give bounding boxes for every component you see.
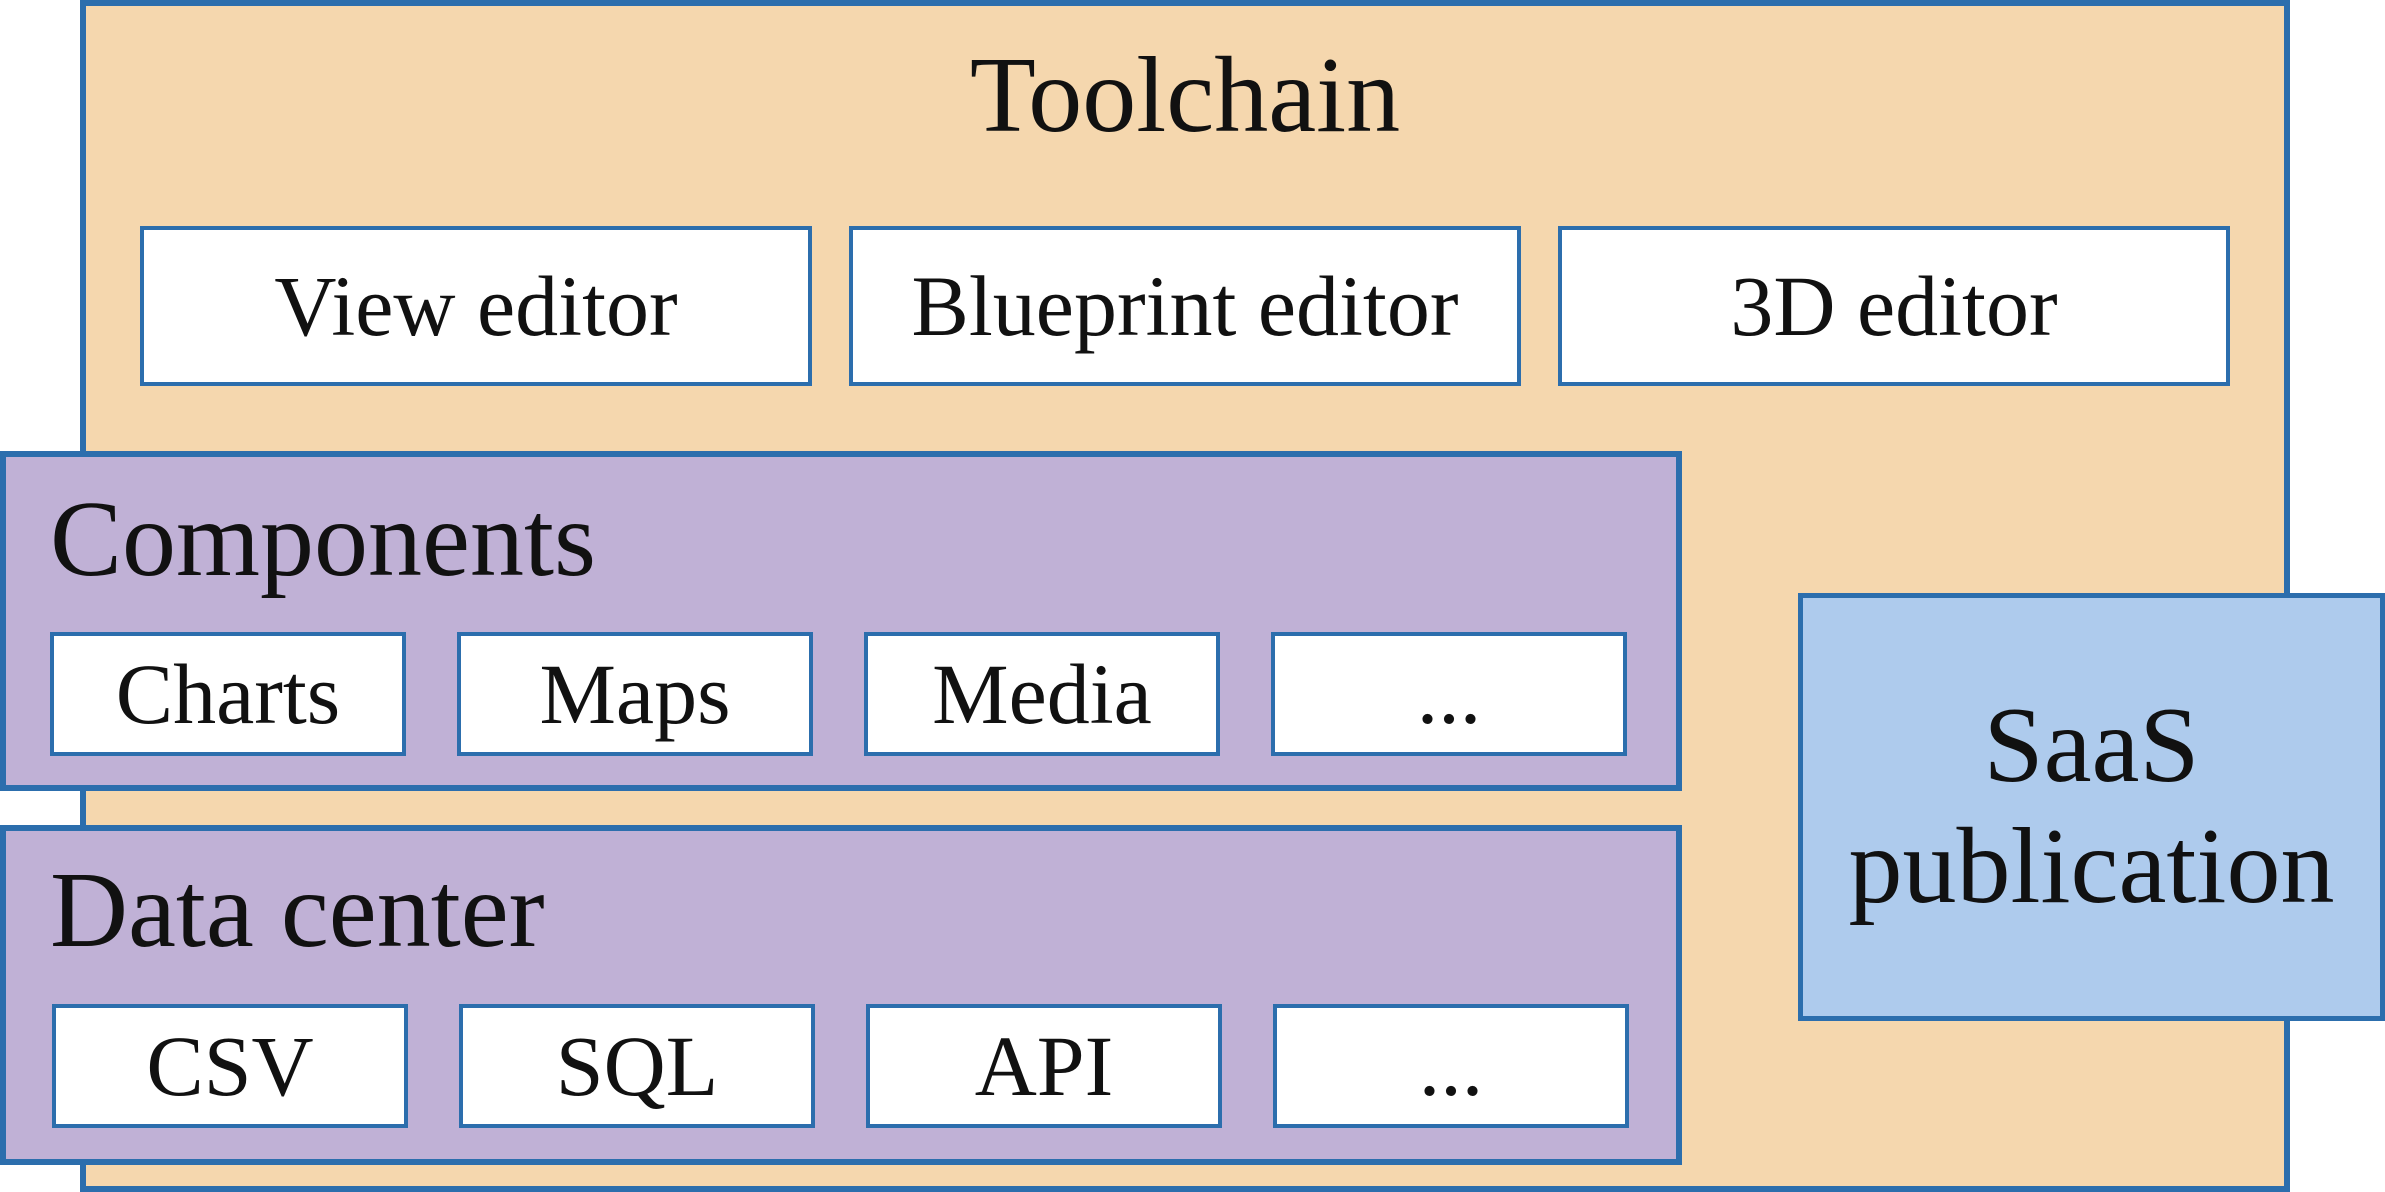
components-more-box: ... <box>1271 632 1627 756</box>
toolchain-title: Toolchain <box>969 36 1401 155</box>
saas-line-1: SaaS <box>1983 686 2200 806</box>
saas-line-2: publication <box>1848 807 2335 926</box>
maps-box: Maps <box>457 632 813 756</box>
view-editor-box: View editor <box>140 226 812 386</box>
blueprint-editor-box: Blueprint editor <box>849 226 1521 386</box>
3d-editor-box: 3D editor <box>1558 226 2230 386</box>
data-center-more-box: ... <box>1273 1004 1629 1128</box>
media-box: Media <box>864 632 1220 756</box>
data-center-title: Data center <box>50 851 545 970</box>
api-box: API <box>866 1004 1222 1128</box>
sql-box: SQL <box>459 1004 815 1128</box>
charts-box: Charts <box>50 632 406 756</box>
saas-publication-box: SaaS publication <box>1798 593 2385 1021</box>
components-title: Components <box>50 480 597 599</box>
csv-box: CSV <box>52 1004 408 1128</box>
